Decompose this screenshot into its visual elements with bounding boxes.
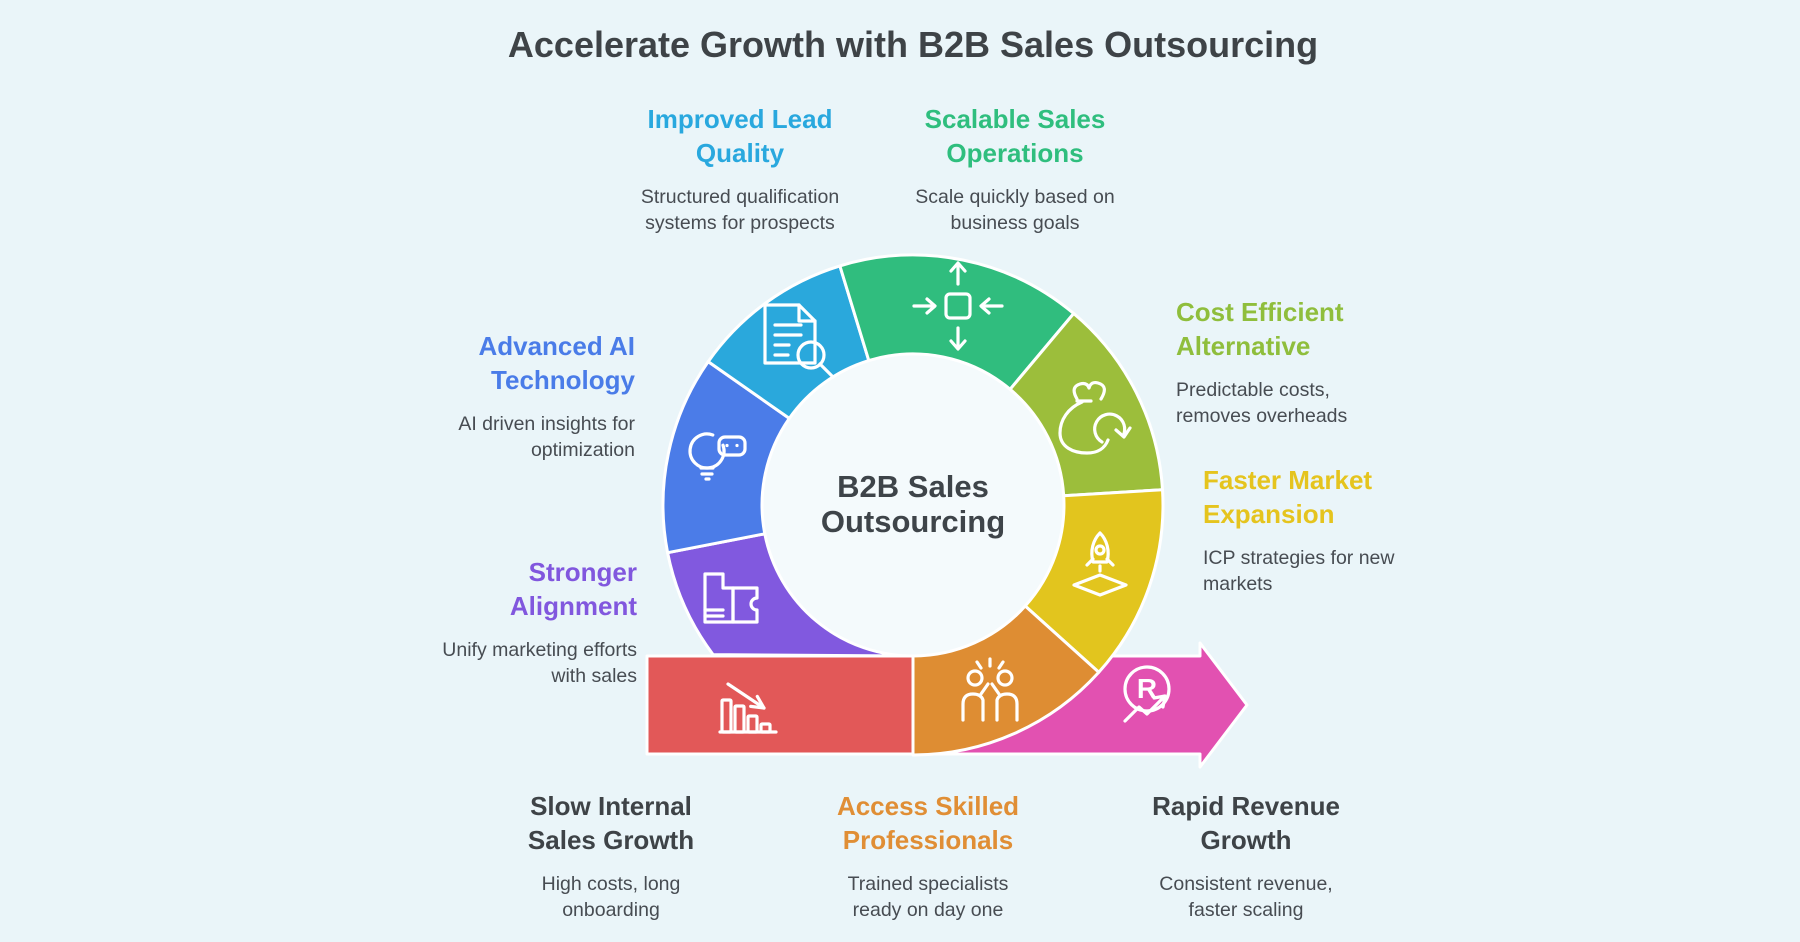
- lightbulb-ai-icon: [688, 432, 747, 481]
- donut-center-label: B2B Sales Outsourcing: [820, 469, 1006, 539]
- segment-access-skilled: [911, 604, 1101, 757]
- segment-stronger-alignment: [666, 532, 915, 658]
- expand-arrows-icon: [912, 261, 1004, 351]
- rocket-launch-icon: [1072, 531, 1128, 597]
- puzzle-piece-icon: [703, 572, 759, 624]
- donut-center-disk: [762, 354, 1064, 656]
- label-description: Predictable costs,removes overheads: [1176, 379, 1348, 427]
- label-description: Consistent revenue,faster scaling: [1159, 873, 1333, 921]
- segment-slow-internal-band: [645, 654, 915, 756]
- team-high-five-icon: [961, 657, 1019, 722]
- money-bag-refresh-icon: [1058, 380, 1132, 455]
- document-search-icon: [763, 303, 835, 379]
- declining-chart-icon: [718, 682, 778, 734]
- page-title: Accelerate Growth with B2B Sales Outsour…: [507, 24, 1319, 65]
- revenue-growth-icon: R: [1123, 665, 1171, 723]
- svg-text:R: R: [1137, 673, 1157, 704]
